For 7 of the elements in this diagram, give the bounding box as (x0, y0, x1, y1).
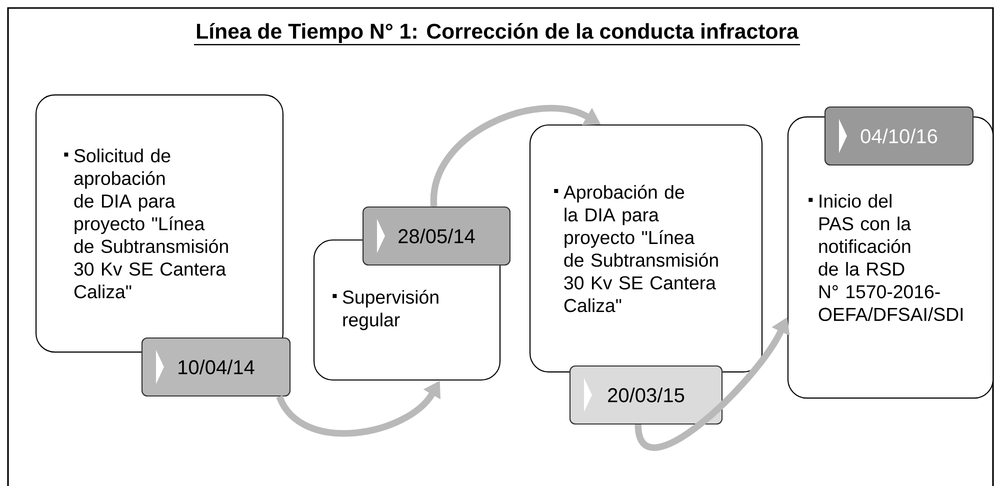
event-box: Solicitud de aprobación de DIA para proyecto "Línea de Subtransmisión 30 Kv SE Cantera Caliza" (36, 94, 284, 353)
date-tab: 28/05/14 (362, 206, 510, 266)
date-tab: 04/10/16 (824, 106, 974, 166)
date-tab: 20/03/15 (569, 365, 723, 425)
date-tab: 10/04/14 (141, 337, 291, 397)
event-box: Aprobación de la DIA para proyecto "Línea de Subtransmisión 30 Kv SE Cantera Caliza" (529, 124, 763, 372)
title: Línea de Tiempo N° 1: Corrección de la conducta infractora (194, 22, 800, 46)
